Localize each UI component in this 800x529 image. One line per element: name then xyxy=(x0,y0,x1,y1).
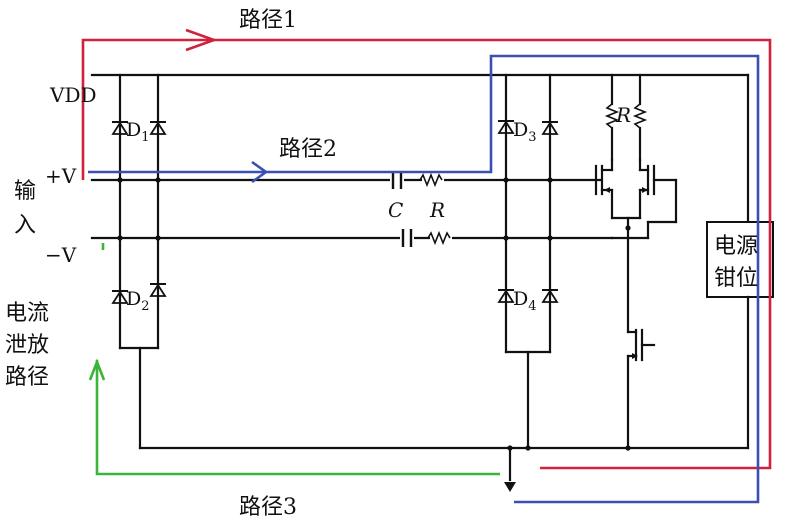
res-label: R xyxy=(429,198,445,222)
capacitor-minus xyxy=(400,228,414,248)
input-label-2: 入 xyxy=(14,213,36,238)
path2-route xyxy=(88,54,760,504)
clamp-label-2: 钳位 xyxy=(714,266,758,291)
resistor-top-right xyxy=(632,73,648,162)
resistor-minus xyxy=(427,230,452,246)
resistor-plus xyxy=(419,172,444,188)
leak-label-1: 电流 xyxy=(5,301,49,326)
clamp-label-1: 电源 xyxy=(714,234,758,259)
differential-pair xyxy=(594,158,678,334)
leak-label-2: 泄放 xyxy=(5,333,49,358)
leak-label-3: 路径 xyxy=(5,365,49,390)
vdd-label: VDD xyxy=(49,83,97,107)
res-top-label: R xyxy=(615,103,631,127)
path3-label: 路径3 xyxy=(239,495,297,520)
junction-dots xyxy=(117,177,631,451)
d3-label: D3 xyxy=(513,119,537,145)
input-label-1: 输 xyxy=(14,179,36,204)
path2-label: 路径2 xyxy=(279,137,337,162)
resistor-top-left xyxy=(604,73,620,162)
minus-v-label: −V xyxy=(45,243,77,267)
path1-label: 路径1 xyxy=(239,8,297,33)
tail-transistor xyxy=(626,328,656,450)
path1-route xyxy=(81,28,772,470)
d4-label: D4 xyxy=(513,288,537,314)
path3-route xyxy=(88,243,500,476)
cap-label: C xyxy=(388,198,403,222)
plus-v-label: +V xyxy=(45,164,77,188)
d1-label: D1 xyxy=(126,119,150,145)
circuit-wires xyxy=(90,73,774,492)
d2-label: D2 xyxy=(126,288,150,314)
capacitor-plus xyxy=(390,170,404,190)
